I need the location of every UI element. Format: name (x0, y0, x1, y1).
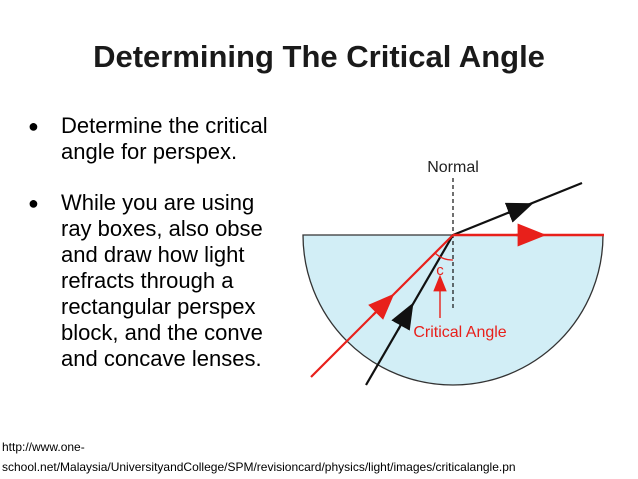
bullet-line: and draw how light (61, 242, 245, 267)
black-refracted-arrow (504, 202, 534, 223)
bullet-line: refracts through a (61, 268, 234, 293)
bullet-line: ray boxes, also obse (61, 216, 263, 241)
semicircular-block (302, 234, 604, 386)
bullet-line: While you are using (61, 190, 255, 215)
critical-angle-label: Critical Angle (413, 324, 506, 341)
black-incident-arrow (391, 302, 414, 331)
bullet-line: rectangular perspex (61, 294, 256, 319)
source-url-line-2[interactable]: school.net/Malaysia/UniversityandCollege… (2, 460, 516, 474)
normal-label: Normal (427, 159, 479, 176)
bullet-line: angle for perspex. (61, 139, 238, 164)
bullet-line: Determine the critical (61, 113, 268, 138)
bullet-line: block, and the conve (61, 320, 263, 345)
bullet-list: ● Determine the critical angle for persp… (24, 113, 444, 372)
slide-title: Determining The Critical Angle (93, 39, 545, 74)
critical-angle-arc (434, 252, 454, 261)
source-url[interactable]: http://www.one- school.net/Malaysia/Univ… (2, 437, 638, 477)
red-incident-arrow (368, 293, 395, 320)
bullet-line: and concave lenses. (61, 346, 262, 371)
bullet-item: ● While you are using ray boxes, also ob… (24, 190, 444, 372)
source-url-line-1[interactable]: http://www.one- (2, 440, 85, 454)
angle-symbol: c (436, 262, 444, 279)
bullet-dot-icon: ● (28, 116, 39, 136)
bullet-item: ● Determine the critical angle for persp… (24, 113, 444, 165)
bullet-dot-icon: ● (28, 193, 39, 213)
